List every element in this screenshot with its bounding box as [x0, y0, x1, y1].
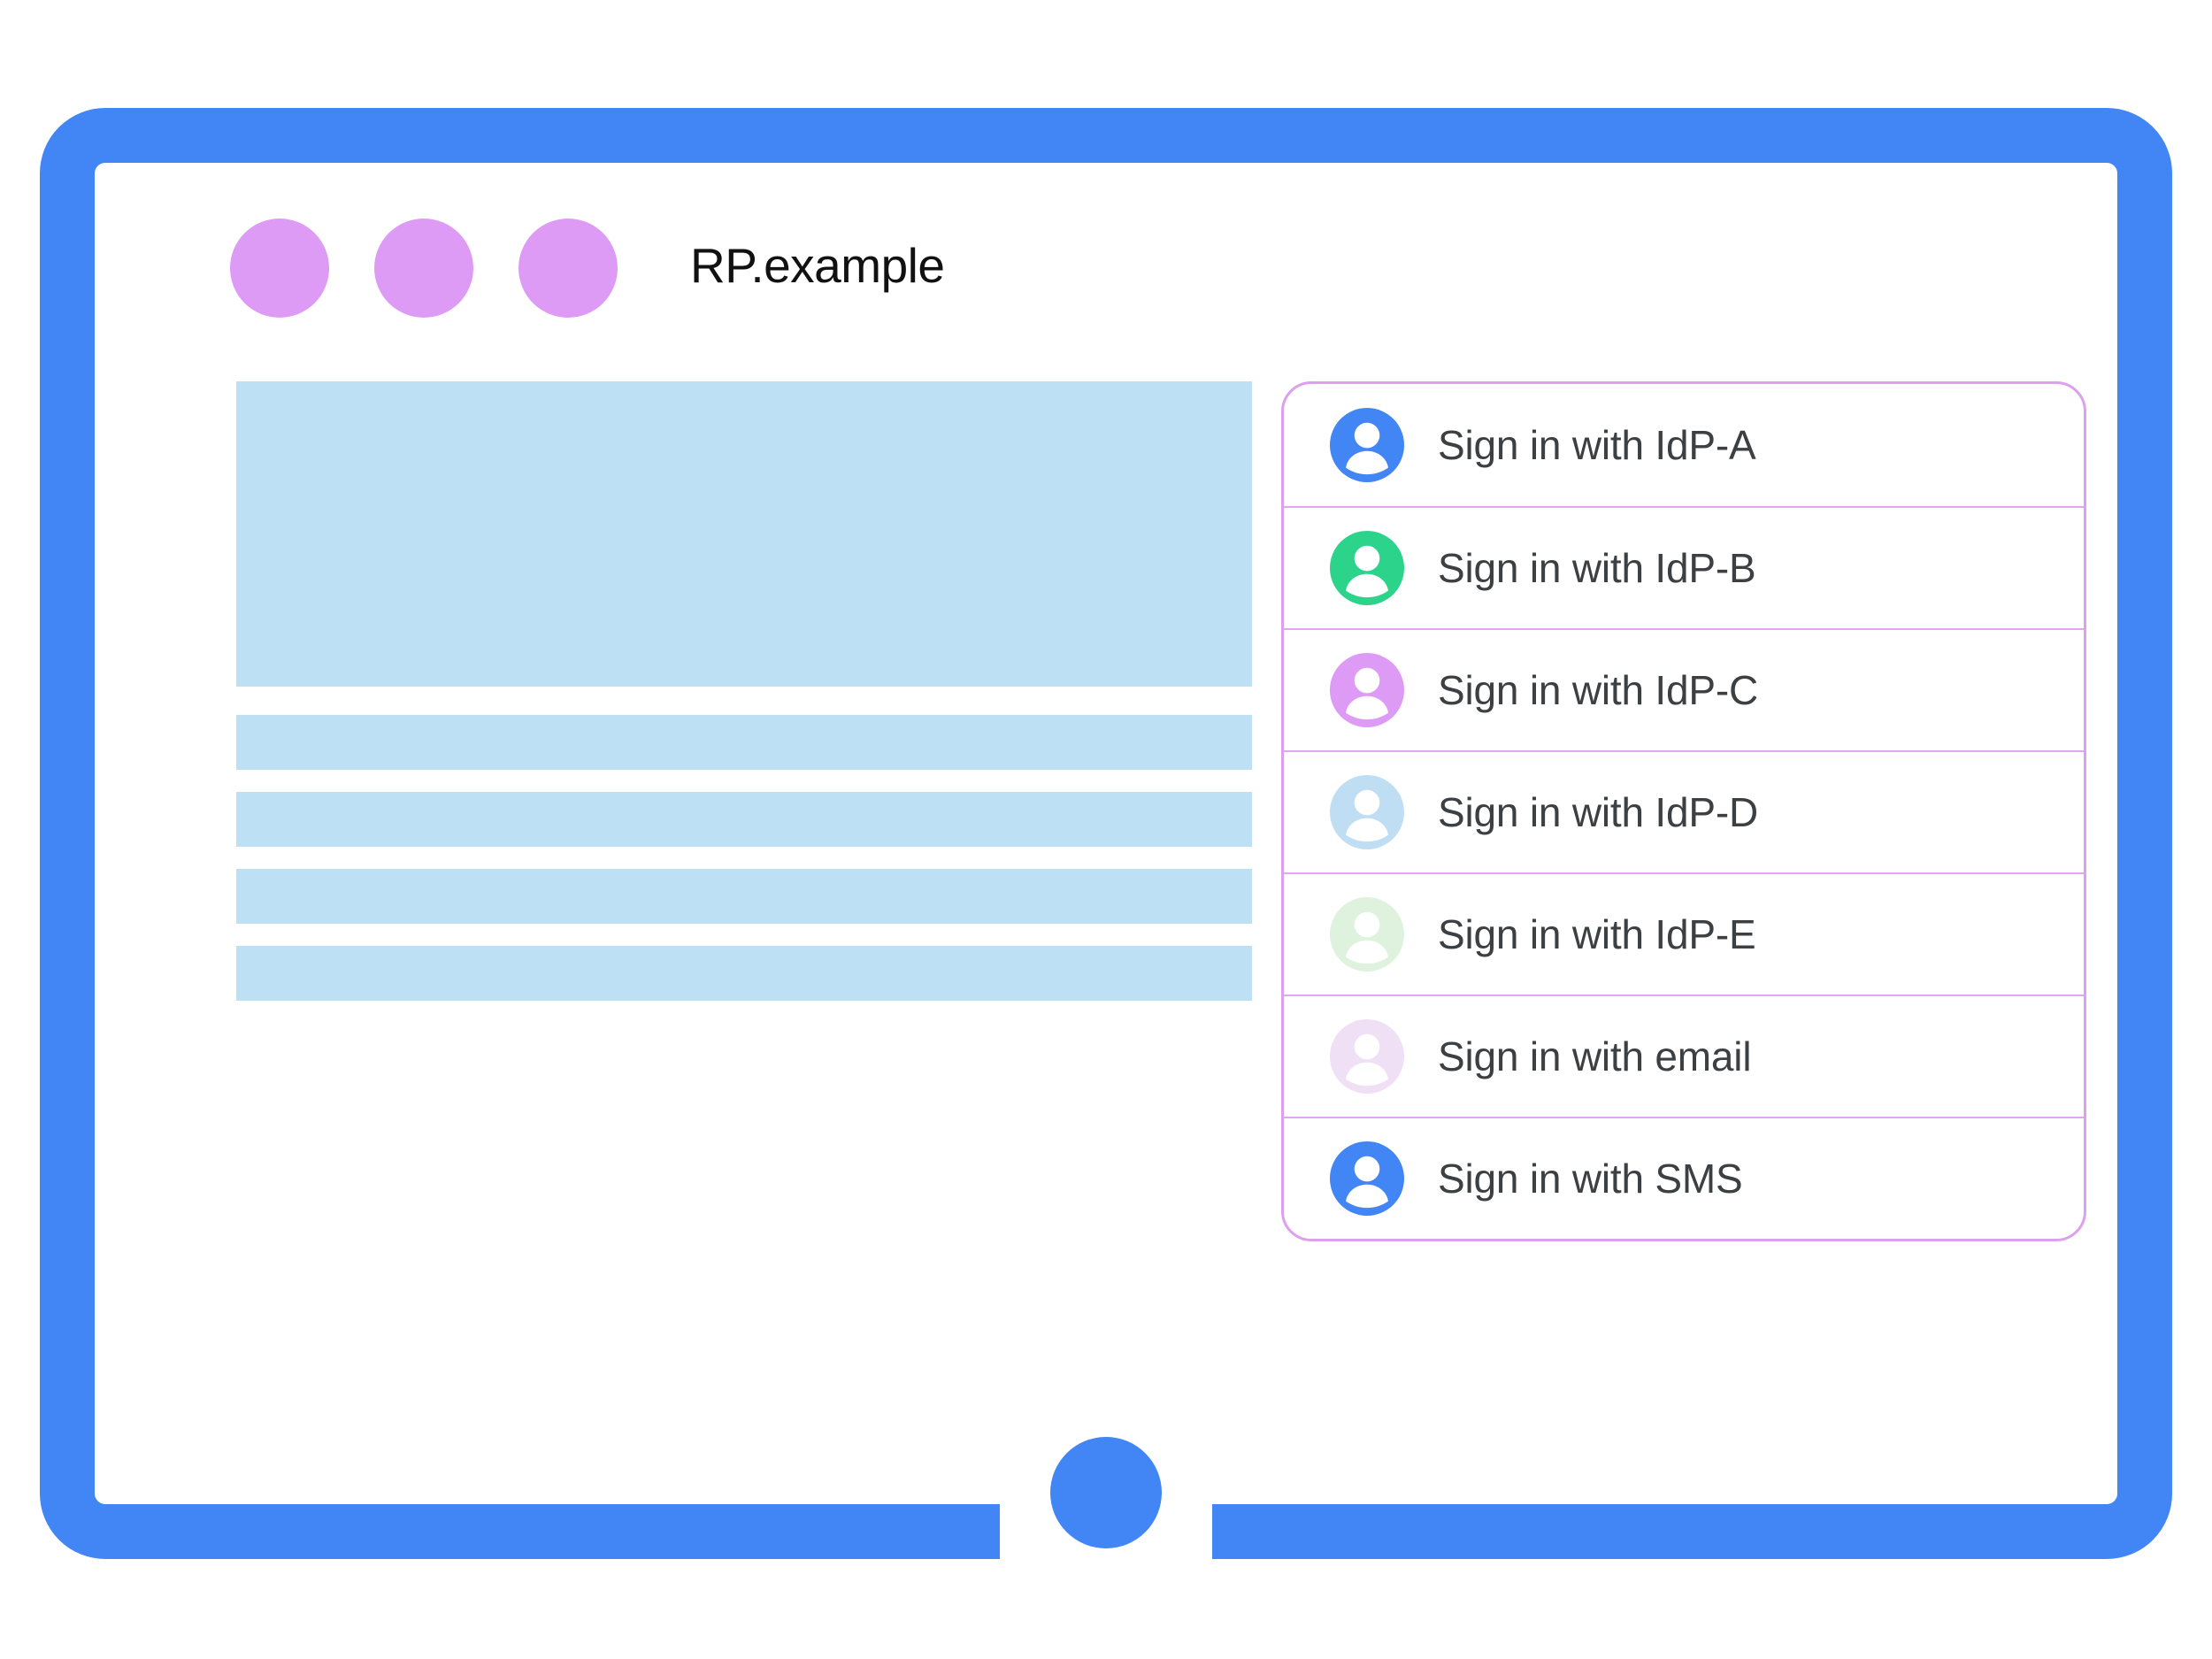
account-row[interactable]: Sign in with IdP-D	[1284, 750, 2084, 872]
person-avatar-icon	[1330, 897, 1404, 972]
person-avatar-icon	[1330, 408, 1404, 482]
content-text-block	[236, 792, 1252, 847]
person-avatar-icon	[1330, 531, 1404, 605]
window-dot-1-icon[interactable]	[230, 219, 329, 318]
account-label: Sign in with IdP-B	[1438, 545, 1756, 591]
account-row[interactable]: Sign in with IdP-A	[1284, 384, 2084, 506]
content-text-block	[236, 869, 1252, 924]
person-avatar-icon	[1330, 775, 1404, 849]
account-label: Sign in with email	[1438, 1033, 1752, 1079]
content-hero-block	[236, 381, 1252, 687]
account-row[interactable]: Sign in with SMS	[1284, 1117, 2084, 1239]
person-avatar-icon	[1330, 1141, 1404, 1216]
content-text-block	[236, 715, 1252, 770]
browser-header: RP.example	[95, 163, 2117, 326]
account-label: Sign in with SMS	[1438, 1156, 1743, 1202]
account-label: Sign in with IdP-A	[1438, 422, 1756, 468]
account-label: Sign in with IdP-C	[1438, 667, 1758, 713]
account-row[interactable]: Sign in with IdP-B	[1284, 506, 2084, 628]
account-chooser-panel: Sign in with IdP-A Sign in with IdP-B Sign…	[1281, 381, 2086, 1241]
person-avatar-icon	[1330, 1019, 1404, 1094]
account-row[interactable]: Sign in with IdP-E	[1284, 872, 2084, 995]
window-dot-2-icon[interactable]	[374, 219, 473, 318]
content-text-block	[236, 946, 1252, 1001]
site-title: RP.example	[690, 238, 945, 293]
account-label: Sign in with IdP-D	[1438, 789, 1758, 835]
account-row[interactable]: Sign in with email	[1284, 995, 2084, 1117]
window-dot-3-icon[interactable]	[518, 219, 618, 318]
home-button[interactable]	[1050, 1437, 1162, 1548]
person-avatar-icon	[1330, 653, 1404, 727]
page-content-placeholder	[236, 381, 1252, 1023]
account-row[interactable]: Sign in with IdP-C	[1284, 628, 2084, 750]
account-label: Sign in with IdP-E	[1438, 911, 1756, 957]
